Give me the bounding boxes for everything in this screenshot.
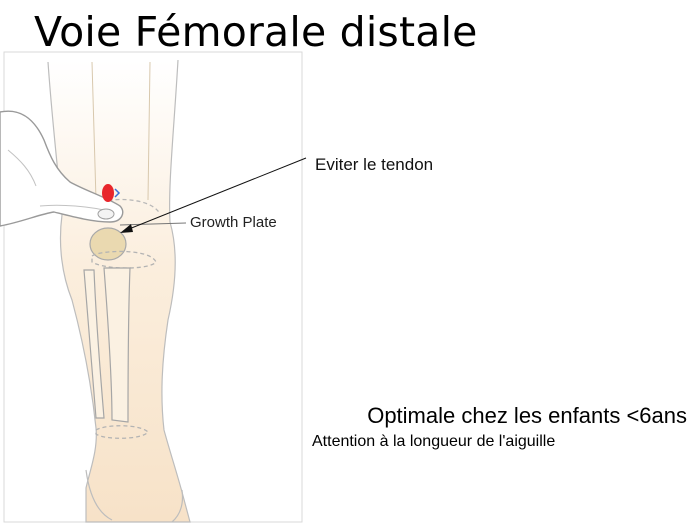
marker-blue	[114, 188, 121, 198]
tendon-arrow-line	[123, 157, 307, 232]
age-recommendation-note: Optimale chez les enfants <6ans	[367, 403, 687, 428]
red-dot-icon	[102, 184, 114, 202]
tendon-arrow-head	[120, 224, 133, 233]
fibula	[83, 269, 105, 419]
needle-length-note: Attention à la longueur de l'aiguille	[312, 433, 556, 450]
tibia-plateau	[91, 250, 157, 269]
patella	[89, 227, 127, 261]
foot-outline	[85, 469, 184, 523]
slide-title: Voie Fémorale distale	[34, 8, 478, 56]
growth-plate-label: Growth Plate	[190, 214, 277, 231]
tibia	[103, 267, 131, 423]
femur-outline	[91, 61, 151, 201]
ankle-joint	[95, 425, 149, 439]
tendon-warning-label: Eviter le tendon	[315, 155, 434, 174]
hand-pointer-icon	[0, 110, 124, 227]
